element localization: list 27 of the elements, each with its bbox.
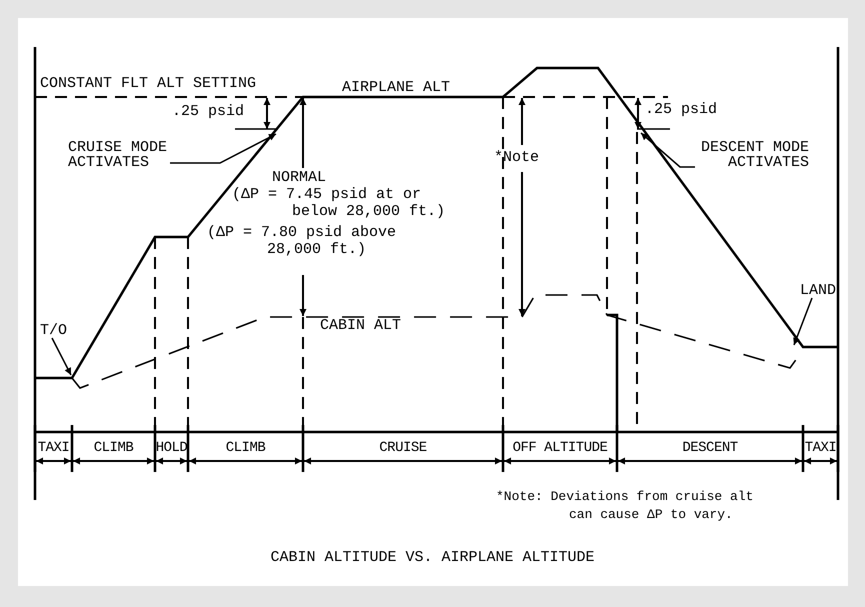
chart-label: AIRPLANE ALT: [342, 80, 450, 96]
leader-line: [793, 298, 813, 346]
leader-line: [170, 133, 276, 164]
caption: CABIN ALTITUDE VS. AIRPLANE ALTITUDE: [269, 550, 596, 566]
phase-label: HOLD: [155, 440, 188, 456]
phase-label: TAXI: [804, 440, 838, 456]
phase-label: TAXI: [36, 440, 70, 456]
leader-line: [51, 338, 72, 376]
chart-label: .25 psid: [172, 104, 244, 120]
callout-label: DESCENT MODE ACTIVATES: [695, 140, 809, 170]
callout-label: T/O: [40, 323, 70, 338]
phase-label: CLIMB: [92, 440, 134, 456]
note-reference: *Note: [494, 150, 540, 166]
chart-label: CONSTANT FLT ALT SETTING: [40, 76, 256, 92]
phase-label: CRUISE: [378, 440, 428, 456]
chart-label: (ΔP = 7.45 psid at or below 28,000 ft.): [232, 186, 446, 220]
phase-label: DESCENT: [681, 440, 739, 456]
leader-line: [640, 132, 695, 168]
chart-label: CABIN ALT: [320, 318, 402, 334]
chart-label: .25 psid: [645, 102, 718, 118]
chart-label: (ΔP = 7.80 psid above 28,000 ft.): [207, 224, 398, 258]
phase-label: CLIMB: [224, 440, 266, 456]
chart-label: NORMAL: [272, 170, 326, 186]
callout-label: LAND: [800, 283, 838, 298]
phase-label: OFF ALTITUDE: [512, 440, 608, 456]
callout-label: CRUISE MODE ACTIVATES: [68, 140, 170, 170]
footnote: *Note: Deviations from cruise alt can cause ΔP to vary.: [496, 488, 754, 524]
